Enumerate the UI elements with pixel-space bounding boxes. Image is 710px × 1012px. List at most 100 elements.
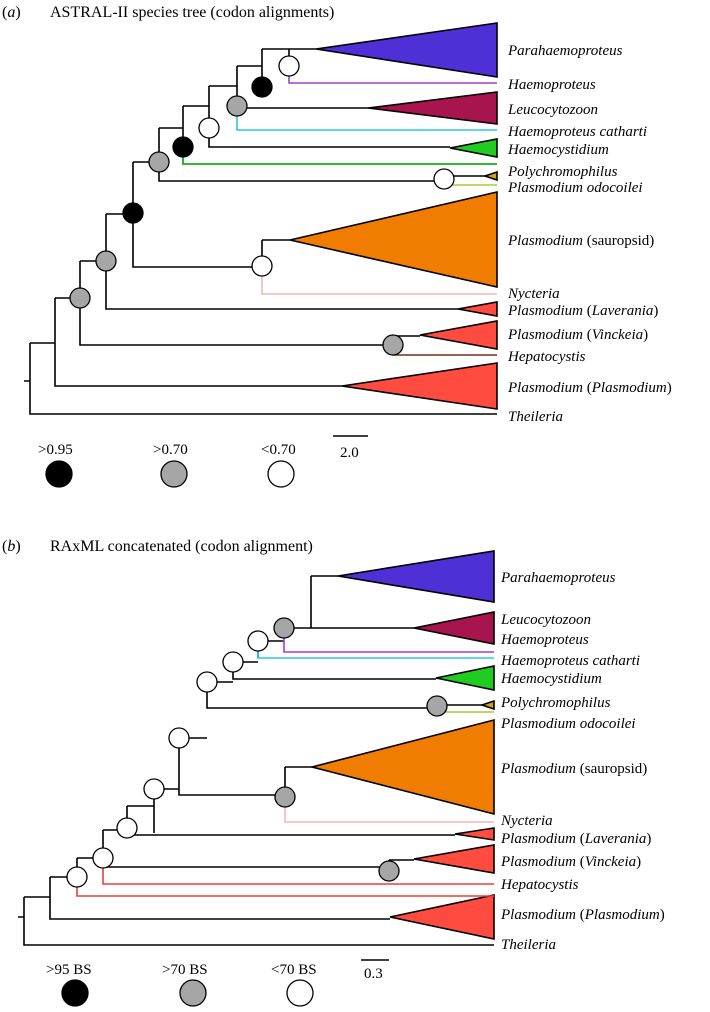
support-node bbox=[226, 95, 248, 117]
panel-a-support-nodes bbox=[69, 55, 455, 356]
taxon-label-plasmodium-vinckeia: Plasmodium (Vinckeia) bbox=[500, 854, 641, 870]
clade-plasmodium-plasmodium-a bbox=[341, 362, 498, 410]
support-node bbox=[274, 786, 296, 808]
support-node bbox=[273, 617, 295, 639]
taxon-label-polychromophilus: Polychromophilus bbox=[507, 164, 618, 180]
legend-label-low: <70 BS bbox=[271, 962, 317, 978]
support-node bbox=[172, 136, 194, 158]
support-node bbox=[247, 630, 269, 652]
branch-hepatocystis-b-outer bbox=[76, 877, 494, 897]
support-node bbox=[198, 117, 220, 139]
legend-label-low: <0.70 bbox=[261, 442, 296, 458]
support-node bbox=[196, 671, 218, 693]
support-node bbox=[433, 168, 455, 190]
taxon-label-plasmodium-plasmodium: Plasmodium (Plasmodium) bbox=[507, 380, 672, 396]
support-node bbox=[116, 817, 138, 839]
scale-label-a: 2.0 bbox=[340, 445, 359, 461]
panel-b: (b) RAxML concatenated (codon alignment) bbox=[2, 538, 665, 1007]
clade-parahaemoproteus-b bbox=[337, 550, 495, 603]
clade-plasmodium-plasmodium-b bbox=[389, 894, 495, 940]
branches-b bbox=[18, 575, 494, 946]
taxon-label-haemoproteus-catharti: Haemoproteus catharti bbox=[500, 653, 640, 669]
panel-b-support-nodes bbox=[66, 617, 448, 888]
legend-swatch-mid bbox=[160, 460, 188, 488]
panel-b-taxon-labels: Parahaemoproteus Leucocytozoon Haemoprot… bbox=[500, 570, 665, 953]
clade-plasmodium-laverania-b bbox=[454, 827, 495, 841]
support-node bbox=[122, 202, 144, 224]
taxon-label-theileria: Theileria bbox=[508, 409, 563, 425]
taxon-label-haemocystidium: Haemocystidium bbox=[507, 142, 609, 158]
taxon-label-theileria: Theileria bbox=[501, 937, 556, 953]
taxon-label-plasmodium-odocoilei: Plasmodium odocoilei bbox=[500, 716, 636, 732]
branch-haemocystidium-link-a bbox=[182, 148, 497, 165]
taxon-label-polychromophilus: Polychromophilus bbox=[500, 695, 611, 711]
taxon-label-plasmodium-vinckeia: Plasmodium (Vinckeia) bbox=[507, 327, 648, 343]
support-node bbox=[95, 250, 117, 272]
legend-swatch-high bbox=[45, 460, 73, 488]
legend-swatch-low bbox=[286, 979, 314, 1007]
support-node bbox=[168, 727, 190, 749]
taxon-label-nycteria: Nycteria bbox=[507, 286, 560, 302]
support-node bbox=[222, 651, 244, 673]
clade-haemocystidium-b bbox=[435, 665, 495, 691]
panel-a-legend: >0.95 >0.70 <0.70 2.0 bbox=[38, 435, 368, 488]
support-node bbox=[378, 860, 400, 882]
panel-a-taxon-labels: Parahaemoproteus Haemoproteus Leucocytoz… bbox=[507, 43, 672, 425]
panel-a-letter: (a) bbox=[2, 4, 21, 21]
taxon-label-leucocytozoon: Leucocytozoon bbox=[500, 612, 591, 628]
panel-b-legend: >95 BS >70 BS <70 BS 0.3 bbox=[46, 959, 389, 1007]
taxon-label-hepatocystis: Hepatocystis bbox=[500, 877, 579, 893]
taxon-label-plasmodium-odocoilei: Plasmodium odocoilei bbox=[507, 180, 643, 196]
panel-a: (a) ASTRAL-II species tree (codon alignm… bbox=[2, 4, 672, 488]
clade-parahaemoproteus-a bbox=[315, 22, 498, 78]
clade-plasmodium-sauropsid-a bbox=[289, 190, 498, 289]
legend-label-high: >95 BS bbox=[46, 962, 92, 978]
clade-haemocystidium-a bbox=[449, 138, 498, 158]
support-node bbox=[148, 151, 170, 173]
legend-swatch-high bbox=[61, 979, 89, 1007]
branch-haemoproteus-catharti-b bbox=[257, 641, 494, 659]
panel-a-title: ASTRAL-II species tree (codon alignments… bbox=[50, 4, 334, 21]
panel-a-tree bbox=[24, 22, 498, 415]
taxon-label-haemocystidium: Haemocystidium bbox=[500, 671, 602, 687]
branch-hepatocystis-b-inner bbox=[102, 867, 494, 885]
support-node bbox=[251, 76, 273, 98]
support-node bbox=[251, 255, 273, 277]
legend-label-high: >0.95 bbox=[38, 442, 73, 458]
clade-plasmodium-vinckeia-b bbox=[413, 844, 495, 874]
clade-plasmodium-laverania-a bbox=[457, 301, 498, 317]
taxon-label-plasmodium-plasmodium: Plasmodium (Plasmodium) bbox=[500, 907, 665, 923]
panel-b-tree bbox=[18, 550, 495, 946]
clade-leucocytozoon-a bbox=[367, 91, 498, 125]
legend-swatch-mid bbox=[179, 979, 207, 1007]
support-node bbox=[426, 695, 448, 717]
taxon-label-haemoproteus: Haemoproteus bbox=[507, 77, 596, 93]
taxon-label-haemoproteus-catharti: Haemoproteus catharti bbox=[507, 124, 647, 140]
taxon-label-leucocytozoon: Leucocytozoon bbox=[507, 102, 598, 118]
legend-label-mid: >70 BS bbox=[162, 962, 208, 978]
clade-leucocytozoon-b bbox=[413, 611, 495, 645]
taxon-label-plasmodium-laverania: Plasmodium (Laverania) bbox=[500, 831, 651, 847]
branch-nycteria-a bbox=[261, 268, 497, 295]
taxon-label-plasmodium-sauropsid: Plasmodium (sauropsid) bbox=[500, 761, 647, 777]
taxon-label-haemoproteus: Haemoproteus bbox=[500, 632, 589, 648]
taxon-label-plasmodium-laverania: Plasmodium (Laverania) bbox=[507, 303, 658, 319]
branch-hepatocystis-a bbox=[392, 350, 497, 356]
clade-plasmodium-sauropsid-b bbox=[308, 718, 495, 816]
support-node bbox=[382, 334, 404, 356]
panel-b-letter: (b) bbox=[2, 538, 21, 555]
clade-polychromophilus-b bbox=[479, 699, 495, 711]
panel-b-title: RAxML concatenated (codon alignment) bbox=[50, 538, 313, 555]
taxon-label-hepatocystis: Hepatocystis bbox=[507, 349, 586, 365]
clade-polychromophilus-a bbox=[482, 170, 498, 182]
taxon-label-parahaemoproteus: Parahaemoproteus bbox=[500, 570, 616, 586]
scale-label-b: 0.3 bbox=[364, 966, 383, 982]
taxon-label-nycteria: Nycteria bbox=[500, 813, 553, 829]
legend-label-mid: >0.70 bbox=[153, 442, 188, 458]
support-node bbox=[92, 847, 114, 869]
support-node bbox=[66, 866, 88, 888]
taxon-label-parahaemoproteus: Parahaemoproteus bbox=[507, 43, 623, 59]
support-node bbox=[143, 778, 165, 800]
